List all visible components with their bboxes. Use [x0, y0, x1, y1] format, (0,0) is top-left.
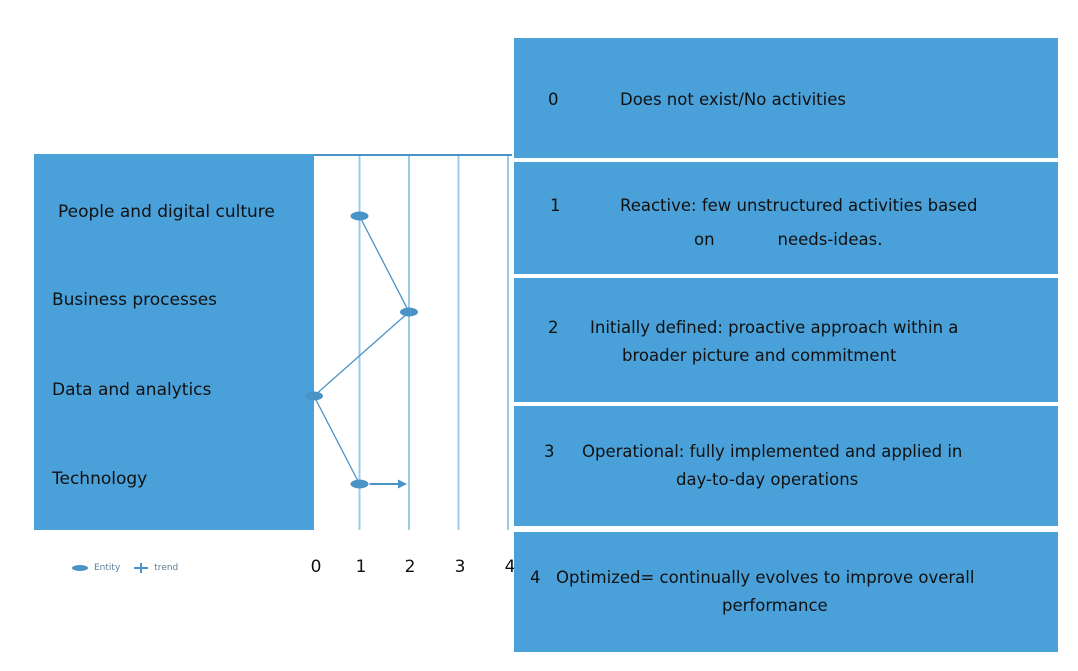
x-tick-0: 0	[310, 557, 322, 577]
trend-arrow-head	[398, 479, 407, 489]
data-point-2	[400, 307, 418, 317]
level-description-line1: Initially defined: proactive approach wi…	[590, 318, 959, 337]
level-box-1: 1 Reactive: few unstructured activities …	[514, 162, 1058, 274]
level-number: 2	[548, 318, 559, 337]
level-description-line2: broader picture and commitment	[622, 346, 897, 365]
x-tick-4: 4	[504, 557, 516, 577]
data-point-3	[305, 391, 323, 401]
x-tick-1: 1	[355, 557, 367, 577]
level-description-line2: day-to-day operations	[676, 470, 859, 489]
x-tick-3: 3	[454, 557, 466, 577]
legend-trend-marker	[134, 563, 149, 573]
level-description-line2: on needs-ideas.	[694, 230, 883, 249]
category-panel	[34, 154, 314, 530]
legend-label-trend: trend	[154, 563, 179, 573]
legend-label-entity: Entity	[94, 563, 121, 573]
category-label-business: Business processes	[52, 290, 218, 310]
legend: Entity trend	[72, 563, 178, 573]
level-box-3: 3 Operational: fully implemented and app…	[514, 406, 1058, 526]
level-box-4: 4 Optimized= continually evolves to impr…	[514, 532, 1058, 652]
level-description-line1: Reactive: few unstructured activities ba…	[620, 196, 978, 215]
level-number: 4	[530, 568, 541, 587]
plot-area	[314, 154, 512, 530]
level-description-line1: Operational: fully implemented and appli…	[582, 442, 963, 461]
level-number: 1	[550, 196, 561, 215]
category-label-data: Data and analytics	[52, 380, 212, 400]
data-point-4	[350, 479, 369, 489]
level-box-0: 0 Does not exist/No activities	[514, 38, 1058, 158]
data-point-1	[350, 211, 369, 221]
level-description-line2: performance	[722, 596, 828, 615]
x-tick-2: 2	[404, 557, 416, 577]
category-label-technology: Technology	[52, 469, 148, 489]
series-line	[313, 215, 410, 485]
level-box-2: 2 Initially defined: proactive approach …	[514, 278, 1058, 402]
legend-ellipse-marker	[72, 565, 88, 571]
level-number: 0	[548, 90, 559, 109]
category-label-people: People and digital culture	[58, 202, 275, 222]
level-description-line1: Optimized= continually evolves to improv…	[556, 568, 975, 587]
level-description-line1: Does not exist/No activities	[620, 90, 846, 109]
level-number: 3	[544, 442, 555, 461]
